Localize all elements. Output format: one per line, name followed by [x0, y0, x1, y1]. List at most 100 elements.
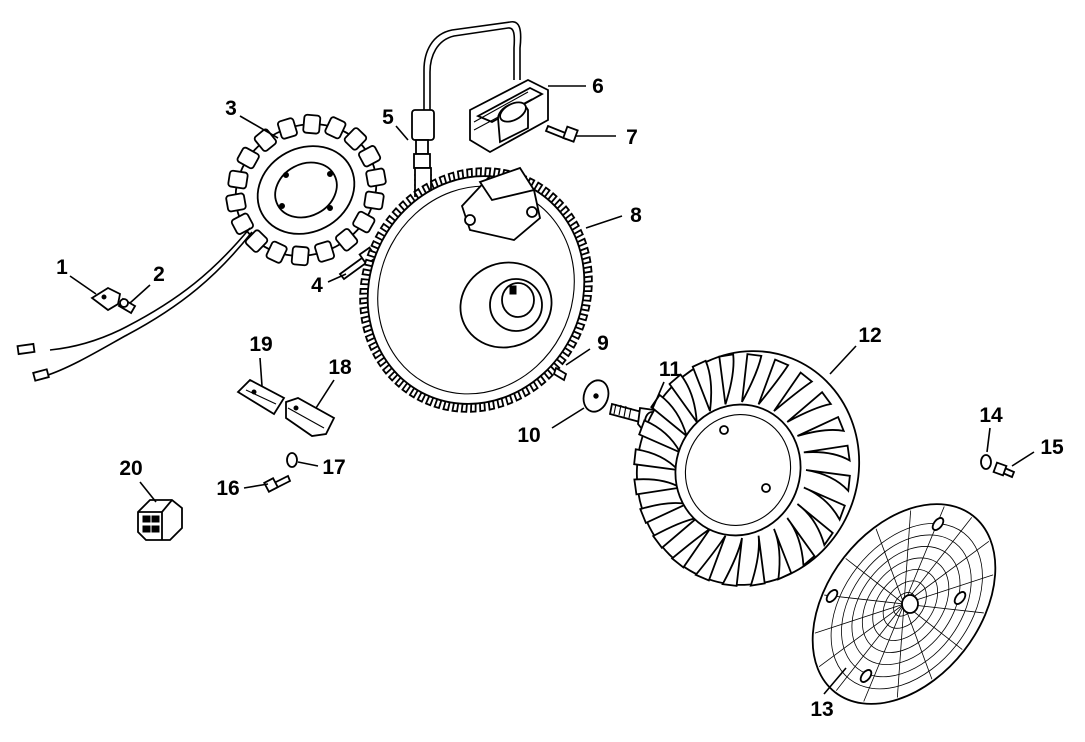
leader-line-13 — [823, 667, 847, 695]
fan-blade — [773, 528, 793, 581]
leader-line-17 — [297, 461, 319, 467]
stator-coil — [358, 145, 382, 168]
flywheel-tooth — [460, 402, 468, 413]
stator-coil — [365, 167, 387, 188]
callout-10: 10 — [517, 424, 540, 447]
callout-5: 5 — [382, 106, 394, 129]
callout-18: 18 — [328, 356, 352, 379]
flywheel-key-part — [552, 366, 568, 382]
stator-coil — [290, 245, 310, 267]
stator-coil — [302, 113, 322, 135]
rotating-screen-part — [811, 503, 997, 705]
callout-19: 19 — [249, 333, 272, 356]
callout-labels: 1 2 3 4 5 6 7 8 9 10 11 12 13 14 15 16 1… — [56, 75, 1064, 721]
plate-screw-part — [263, 474, 292, 493]
stator-coil — [277, 117, 298, 140]
stator-coil — [227, 169, 249, 190]
leader-line-2 — [129, 284, 151, 304]
screen-spoke — [903, 541, 990, 605]
screen-spoke — [896, 603, 905, 698]
fan-blade — [786, 390, 833, 423]
fan-blade — [670, 528, 711, 569]
callout-12: 12 — [858, 324, 881, 347]
fan-blade — [721, 537, 743, 587]
fan-blade — [749, 535, 766, 587]
stator-coil — [236, 146, 260, 170]
screen-spoke — [903, 574, 994, 605]
rectifier-plate-part — [285, 397, 336, 437]
flywheel-tooth — [475, 167, 482, 178]
callout-4: 4 — [311, 274, 323, 297]
flywheel-tooth — [359, 297, 369, 305]
stator-coil — [225, 192, 247, 213]
callout-11: 11 — [659, 358, 682, 381]
stator-coil — [230, 212, 254, 235]
fan-blade — [650, 393, 689, 439]
fan-blade — [797, 415, 846, 437]
flywheel-part — [359, 166, 593, 413]
leader-line-15 — [1011, 451, 1035, 467]
screen-spoke — [875, 528, 905, 605]
callout-3: 3 — [225, 97, 237, 120]
fan-blade — [773, 371, 814, 412]
clip-screw-part — [117, 297, 137, 315]
stator-coil — [265, 240, 288, 264]
washer-part — [582, 379, 610, 413]
screen-spoke — [814, 603, 905, 634]
fan-blade — [786, 517, 816, 568]
screen-spoke — [824, 594, 905, 605]
leader-line-18 — [315, 379, 335, 409]
fan-blade — [796, 503, 834, 548]
small-washer-part — [980, 454, 992, 470]
stator-coil — [244, 229, 269, 253]
fan-blade — [633, 448, 681, 472]
screen-spoke — [903, 517, 973, 605]
callout-15: 15 — [1040, 436, 1064, 459]
screen-spoke — [845, 558, 905, 605]
fan-blade — [694, 535, 727, 582]
spark-plug-part — [411, 21, 522, 209]
callout-17: 17 — [322, 456, 345, 479]
leader-line-20 — [139, 481, 157, 503]
leader-line-14 — [986, 427, 991, 453]
callout-6: 6 — [592, 75, 604, 98]
stator-part — [16, 113, 387, 382]
flywheel-tooth — [484, 167, 492, 178]
ignition-module-part — [469, 78, 549, 154]
flywheel-tooth — [582, 285, 593, 293]
screen-spoke — [818, 603, 905, 667]
leader-line-16 — [243, 483, 269, 489]
leader-lines — [69, 85, 1035, 695]
stator-coil — [352, 210, 376, 234]
leader-line-8 — [585, 215, 623, 229]
stator-coil — [324, 116, 347, 140]
fan-blade — [718, 353, 735, 405]
leader-line-10 — [551, 407, 585, 429]
connector-part — [137, 499, 183, 541]
fan-blade — [803, 444, 851, 463]
blower-fan-part — [633, 350, 861, 587]
fan-blade — [741, 353, 763, 403]
flywheel-tooth — [470, 402, 477, 413]
leader-line-9 — [565, 348, 591, 366]
stator-coil — [335, 228, 359, 252]
fan-blade — [757, 358, 790, 405]
screen-spoke — [903, 603, 933, 680]
wire-clip-part — [90, 286, 122, 312]
callout-14: 14 — [979, 404, 1003, 427]
stator-coil — [343, 127, 368, 151]
callout-1: 1 — [56, 256, 68, 279]
callout-2: 2 — [153, 263, 165, 286]
fan-blade — [691, 359, 713, 412]
leader-line-12 — [829, 345, 857, 375]
leader-line-1 — [69, 275, 97, 295]
leader-line-4 — [327, 273, 347, 283]
flywheel-tooth — [359, 287, 370, 295]
callout-20: 20 — [119, 457, 142, 480]
leader-line-3 — [239, 115, 279, 139]
leader-line-5 — [395, 125, 409, 141]
fan-blade — [805, 469, 851, 493]
screen-spoke — [863, 603, 905, 702]
gasket-part — [236, 378, 286, 416]
